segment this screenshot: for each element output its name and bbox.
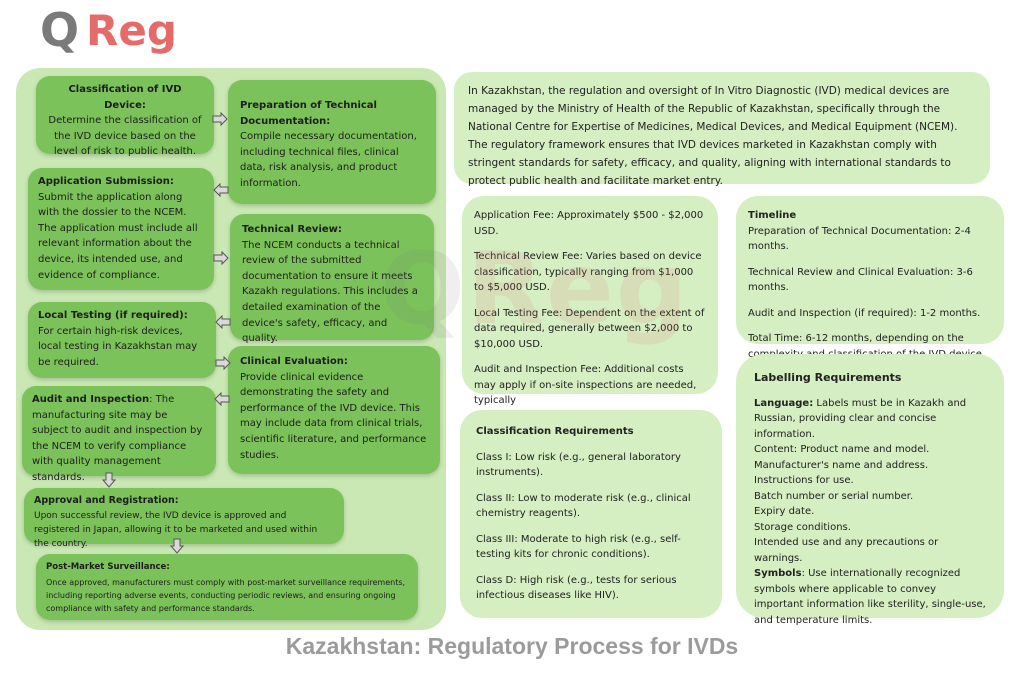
step-title: Application Submission: xyxy=(38,176,174,187)
step-post-market: Post-Market Surveillance: Once approved,… xyxy=(36,554,418,620)
arrow-down-icon xyxy=(102,472,116,488)
timeline-item: Preparation of Technical Documentation: … xyxy=(748,225,971,253)
step-title: Classification of IVD Device: xyxy=(68,84,182,111)
timeline-title: Timeline xyxy=(748,210,797,221)
arrow-down-icon xyxy=(170,538,184,554)
labelling-line: Expiry date. xyxy=(754,506,815,517)
language-label: Language: xyxy=(754,397,814,409)
language-text: Labels must be in Kazakh and Russian, pr… xyxy=(754,397,967,440)
step-body: Compile necessary documentation, includi… xyxy=(240,131,417,189)
step-classification: Classification of IVD Device: Determine … xyxy=(36,76,214,157)
step-title: Local Testing (if required): xyxy=(38,310,188,321)
labelling-line: Instructions for use. xyxy=(754,475,854,486)
labelling-line: Storage conditions. xyxy=(754,521,851,533)
timeline-item: Audit and Inspection (if required): 1-2 … xyxy=(748,307,981,319)
arrow-left-icon xyxy=(213,183,229,197)
step-technical-review: Technical Review: The NCEM conducts a te… xyxy=(230,214,434,344)
step-title: Approval and Registration: xyxy=(34,495,179,506)
arrow-left-icon xyxy=(214,392,230,406)
arrow-right-icon xyxy=(213,251,229,265)
step-body: Determine the classification of the IVD … xyxy=(48,115,202,158)
step-title: Preparation of Technical Documentation: xyxy=(240,100,377,127)
fee-item: Audit and Inspection Fee: Additional cos… xyxy=(474,364,697,406)
qreg-logo: Q Reg xyxy=(40,4,180,56)
step-body: Submit the application along with the do… xyxy=(38,191,198,281)
fee-item: Application Fee: Approximately $500 - $2… xyxy=(474,210,704,237)
labelling-line: Intended use and any precautions or warn… xyxy=(754,537,939,564)
labelling-symbols: Symbols: Use internationally recognized … xyxy=(754,566,986,628)
fee-item: Local Testing Fee: Dependent on the exte… xyxy=(474,307,705,350)
step-approval: Approval and Registration: Upon successf… xyxy=(24,488,344,549)
fees-panel: Application Fee: Approximately $500 - $2… xyxy=(462,196,718,406)
fee-item: Technical Review Fee: Varies based on de… xyxy=(474,251,702,293)
arrow-left-icon xyxy=(215,315,231,329)
labelling-title: Labelling Requirements xyxy=(754,371,902,384)
step-body: The NCEM conducts a technical review of … xyxy=(242,239,418,345)
timeline-panel: Timeline Preparation of Technical Docume… xyxy=(736,196,1004,360)
step-local-testing: Local Testing (if required): For certain… xyxy=(28,302,216,378)
step-body: For certain high-risk devices, local tes… xyxy=(38,325,198,368)
step-body: Provide clinical evidence demonstrating … xyxy=(240,371,427,461)
step-body: Upon successful review, the IVD device i… xyxy=(34,510,318,549)
step-body: : The manufacturing site may be subject … xyxy=(32,394,203,483)
intro-panel: In Kazakhstan, the regulation and oversi… xyxy=(454,72,990,187)
step-title: Clinical Evaluation: xyxy=(240,356,348,367)
arrow-right-icon xyxy=(212,112,228,126)
step-body: Once approved, manufacturers must comply… xyxy=(46,577,406,613)
class-item: Class D: High risk (e.g., tests for seri… xyxy=(476,574,677,602)
step-preparation: Preparation of Technical Documentation: … xyxy=(228,80,436,204)
class-item: Class II: Low to moderate risk (e.g., cl… xyxy=(476,492,691,520)
step-title: Audit and Inspection xyxy=(32,394,150,405)
labelling-line: Content: Product name and model. xyxy=(754,444,930,455)
classification-panel: Classification Requirements Class I: Low… xyxy=(460,410,722,618)
logo-reg-text: Reg xyxy=(86,6,177,55)
step-application: Application Submission: Submit the appli… xyxy=(28,168,214,290)
step-title: Technical Review: xyxy=(242,224,342,235)
symbols-text: : Use internationally recognized symbols… xyxy=(754,568,986,626)
class-item: Class III: Moderate to high risk (e.g., … xyxy=(476,533,681,561)
arrow-right-icon xyxy=(215,356,231,370)
class-item: Class I: Low risk (e.g., general laborat… xyxy=(476,451,681,479)
step-title: Post-Market Surveillance: xyxy=(46,562,170,572)
timeline-item: Technical Review and Clinical Evaluation… xyxy=(748,266,973,294)
labelling-line: Batch number or serial number. xyxy=(754,490,914,502)
step-clinical-evaluation: Clinical Evaluation: Provide clinical ev… xyxy=(228,346,440,474)
labelling-panel: Labelling Requirements Language: Labels … xyxy=(736,354,1004,626)
labelling-line: Manufacturer's name and address. xyxy=(754,459,929,471)
step-audit-inspection: Audit and Inspection: The manufacturing … xyxy=(22,386,216,483)
labelling-language: Language: Labels must be in Kazakh and R… xyxy=(754,396,986,443)
classification-title: Classification Requirements xyxy=(476,426,634,437)
page-title: Kazakhstan: Regulatory Process for IVDs xyxy=(285,633,739,659)
symbols-label: Symbols xyxy=(754,568,802,579)
intro-text: In Kazakhstan, the regulation and oversi… xyxy=(468,85,958,187)
logo-q-letter: Q xyxy=(40,3,80,57)
